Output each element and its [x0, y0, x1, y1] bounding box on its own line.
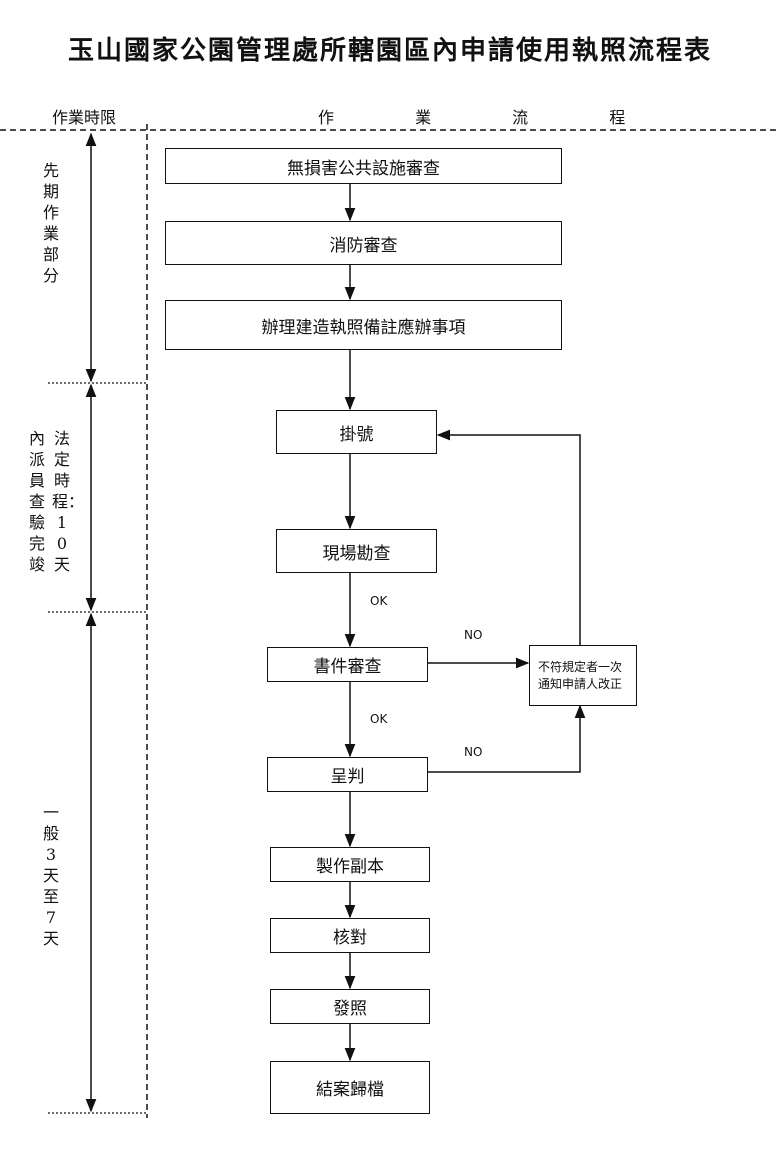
ok-label-2: OK — [370, 712, 388, 726]
step-site-inspection: 現場勘查 — [276, 529, 437, 573]
step-submit-approval: 呈判 — [267, 757, 428, 792]
page-title: 玉山國家公園管理處所轄園區內申請使用執照流程表 — [67, 36, 712, 66]
step-make-copy: 製作副本 — [270, 847, 430, 882]
step-issue-license: 發照 — [270, 989, 430, 1024]
arrow-s7-side — [428, 704, 586, 773]
step-verify: 核對 — [270, 918, 430, 953]
flow-header: 作 業 流 程 — [318, 108, 664, 127]
step-document-review: 書件審查 — [267, 647, 428, 682]
step-fire-review: 消防審查 — [165, 221, 562, 265]
step-permit-notes: 辦理建造執照備註應辦事項 — [165, 300, 562, 350]
no-label-1: NO — [464, 628, 483, 642]
phase-general-label: 一般3天至7天 — [42, 803, 59, 948]
no-label-2: NO — [464, 745, 483, 759]
phase-inspection-label: 內派員查驗完竣 — [28, 429, 45, 574]
arrow-side-s4 — [436, 429, 581, 645]
phase-early-label: 先期作業部分 — [42, 161, 59, 285]
correction-notice-box: 不符規定者一次通知申請人改正 — [529, 645, 637, 706]
phase-statutory-label: 法定時程：10天 — [52, 429, 85, 574]
step-public-facility-review: 無損害公共設施審查 — [165, 148, 562, 184]
time-limit-header: 作業時限 — [52, 108, 117, 127]
ok-label-1: OK — [370, 594, 388, 608]
step-close-file: 結案歸檔 — [270, 1061, 430, 1114]
step-registration: 掛號 — [276, 410, 437, 454]
